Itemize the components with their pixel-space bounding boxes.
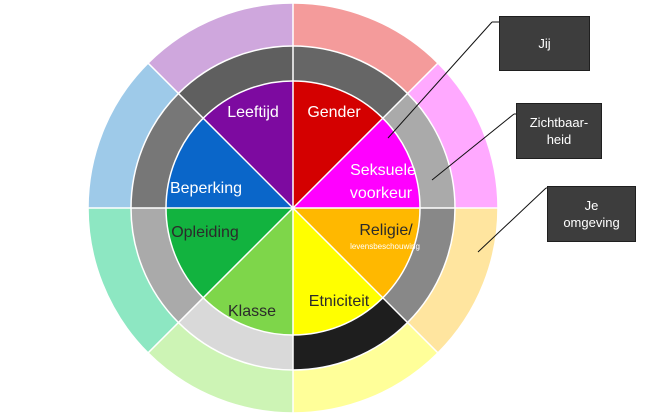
outer-ring-segment [293,322,438,413]
outer-ring-segment [88,63,179,209]
label-etniciteit: Etniciteit [309,293,370,310]
outer-ring-segment [407,208,498,353]
ring-divider [130,45,456,371]
middle-ring-segment [293,46,408,119]
label-klasse: Klasse [228,303,276,320]
leader-omgeving [477,187,547,253]
segment-divider [147,207,294,354]
outer-ring-segment [148,322,293,413]
middle-ring-segment [178,46,293,119]
label-voorkeur: voorkeur [350,185,413,202]
outer-ring-segment [148,3,293,94]
callout-jij-text: Jij [538,36,551,51]
callout-zichtbaarheid-line2: heid [546,132,572,147]
segment-divider [147,62,294,209]
label-seksuele: Seksuele [350,162,416,179]
ring-divider [165,80,421,336]
middle-ring-segment [382,208,455,323]
segment-divider [292,62,439,209]
label-beperking: Beperking [170,180,242,197]
label-leeftijd: Leeftijd [227,104,279,121]
inner-segment [293,208,420,298]
callout-omgeving-line2: omgeving [563,215,620,230]
inner-segment [203,81,293,208]
outer-ring-segment [88,208,179,353]
callout-omgeving: Je omgeving [547,186,636,242]
middle-ring-segment [293,297,408,370]
callout-zichtbaarheid-line1: Zichtbaar- [529,115,589,130]
label-religie: Religie/ [359,222,413,239]
label-levensbeschouwing: levensbeschouwing [350,242,420,251]
segment-divider [292,207,439,354]
inner-segment [293,208,383,335]
callout-jij: Jij [499,16,590,71]
inner-segment [293,81,383,208]
inner-segment [293,118,420,208]
label-opleiding: Opleiding [171,224,239,241]
inner-segment [166,208,293,298]
outer-ring-segment [293,3,438,94]
leader-zichtbaarheid [431,113,515,181]
inner-segment [203,208,293,335]
callout-zichtbaarheid: Zichtbaar- heid [516,103,602,159]
ring-divider [87,2,499,414]
middle-ring-segment [131,208,204,323]
label-gender: Gender [307,104,361,121]
outer-ring-segment [407,63,498,209]
middle-ring-segment [382,93,455,208]
middle-ring-segment [131,93,204,208]
inner-segment [166,118,293,208]
middle-ring-segment [178,297,293,370]
callout-omgeving-line1: Je [584,198,599,213]
leader-jij [387,21,493,139]
